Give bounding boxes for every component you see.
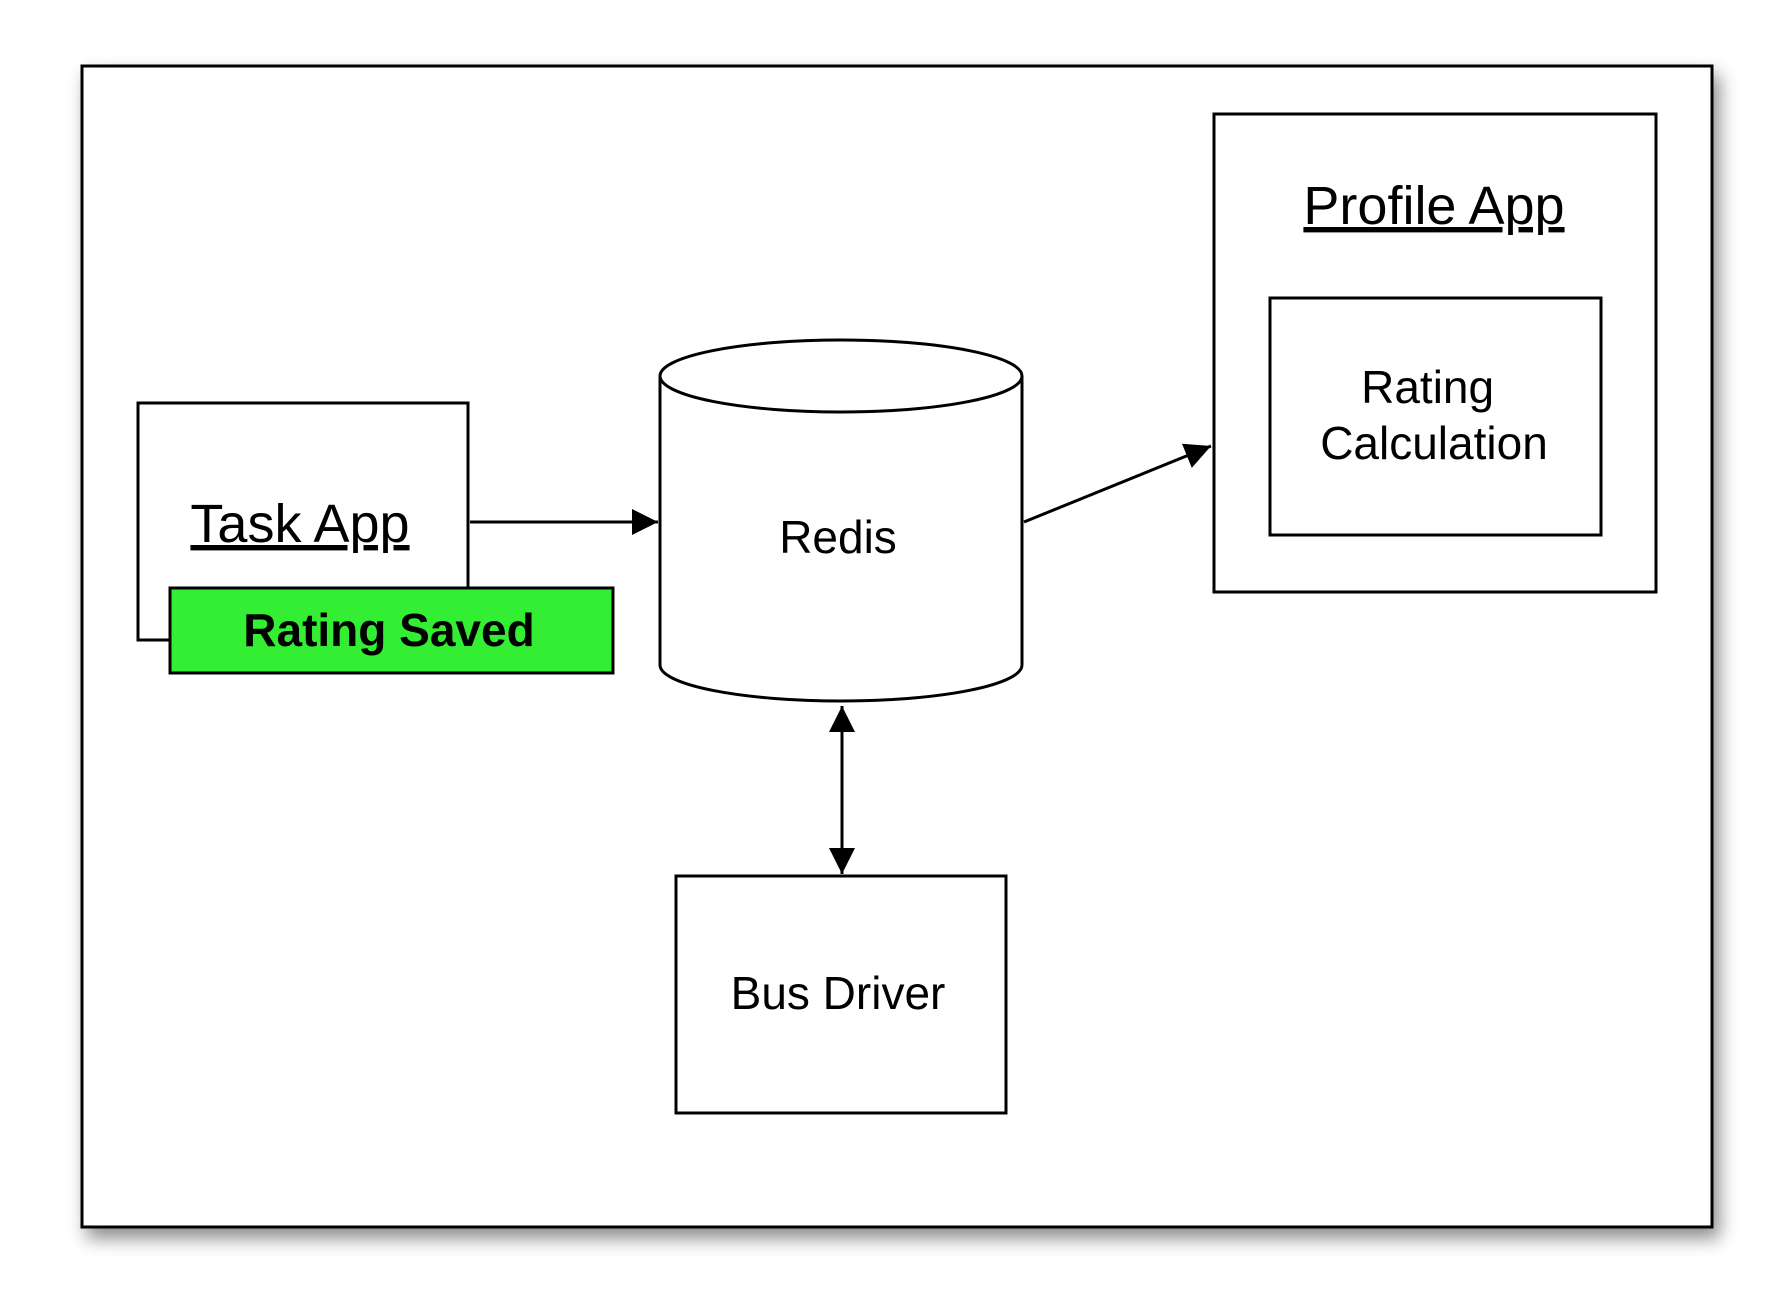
rating-saved-label: Rating Saved [243, 604, 534, 656]
profile-app-label: Profile App [1303, 176, 1564, 236]
rating-saved-event: Rating Saved [168, 586, 615, 675]
rating-calculation-line-2: Calculation [1320, 417, 1548, 469]
redis-label: Redis [779, 511, 897, 563]
arrow-redis-to-profile-app [1023, 443, 1212, 524]
bus-driver-node: Bus Driver [674, 874, 1008, 1115]
rating-calculation-line-1: Rating [1361, 361, 1494, 413]
rating-calculation-box [1268, 296, 1603, 537]
bus-driver-label: Bus Driver [731, 967, 946, 1019]
profile-app-node: Profile App Rating Calculation [1212, 112, 1658, 594]
rating-saved-badge [168, 586, 615, 675]
redis-cylinder-body [658, 376, 1024, 703]
rating-calculation-label: Rating Calculation [1320, 361, 1548, 469]
task-app-label: Task App [190, 494, 409, 554]
bus-driver-box [674, 874, 1008, 1115]
redis-node: Redis [658, 338, 1024, 703]
redis-cylinder-top [658, 338, 1024, 414]
